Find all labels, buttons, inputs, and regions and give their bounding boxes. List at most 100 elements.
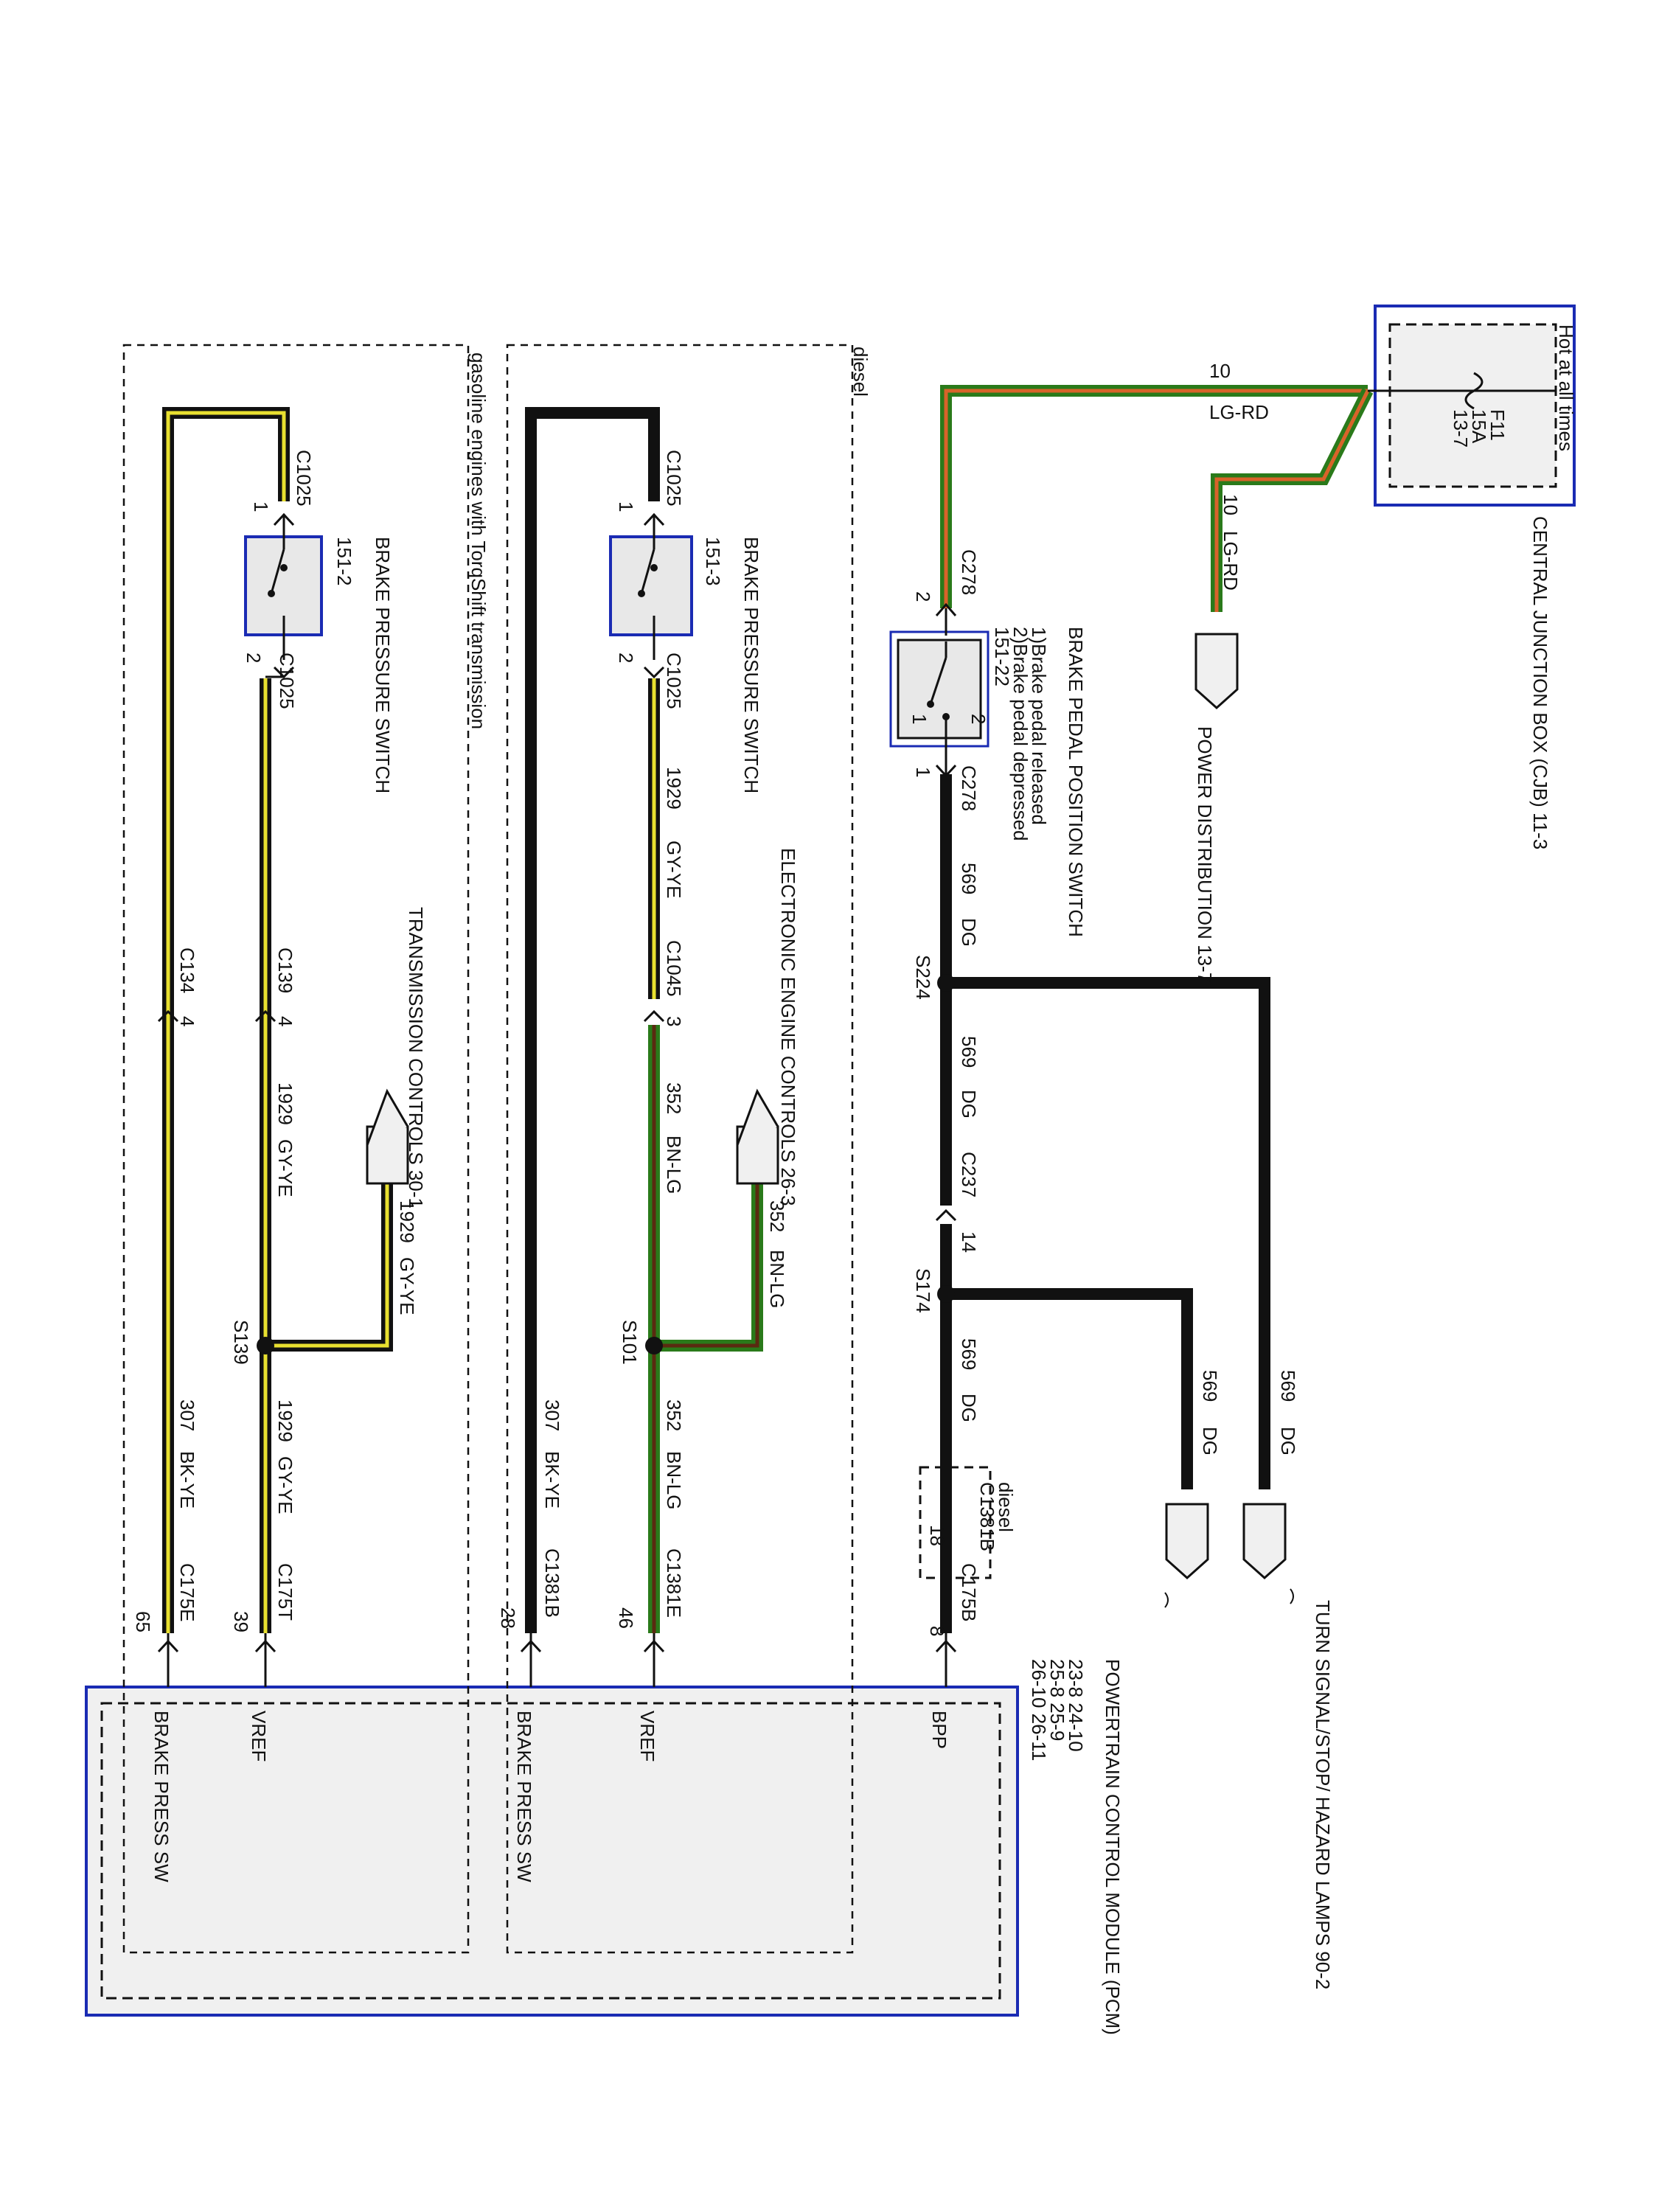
bpp-note1: 1)Brake pedal released [1028, 627, 1050, 825]
gyye-g-color: GY-YE [274, 1139, 296, 1197]
diesel-label: diesel [849, 347, 872, 397]
wire-lgrd-circuit-top: 10 [1209, 360, 1231, 382]
eec-name: ELECTRONIC ENGINE CONTROLS 26-3 [777, 848, 799, 1206]
pcm-vref-gas: VREF [248, 1711, 270, 1761]
bnlg-d2-circuit: 352 [663, 1399, 685, 1431]
c1381b-d-label: C1381B [541, 1548, 563, 1618]
bkye-g-circuit: 307 [176, 1399, 198, 1431]
c1025-g-pin1: 1 [250, 501, 272, 512]
hot-label: Hot at all times [1555, 324, 1577, 451]
c1025-d-pin1: 1 [615, 501, 637, 512]
diesel-region [506, 344, 854, 1954]
c1381e-pin: 46 [615, 1607, 637, 1629]
dg-ts-color-1: DG [1277, 1427, 1299, 1455]
turn-signal-connector-1 [1242, 1503, 1287, 1580]
pcm-refs2: 25-8 25-9 [1046, 1659, 1068, 1741]
s101-label: S101 [619, 1320, 641, 1365]
wire-bkye-gas [162, 407, 290, 1633]
bnlg-d-color: BN-LG [663, 1135, 685, 1194]
c175b-pin: 8 [926, 1626, 948, 1636]
gyye-g2-circuit: 1929 [274, 1399, 296, 1442]
c1045-label: C1045 [663, 940, 685, 997]
wire-bnlg [648, 1025, 763, 1633]
bnlg-d-circuit: 352 [663, 1082, 685, 1114]
c278-top-label: C278 [958, 549, 980, 595]
turn-signal-connector-2 [1165, 1503, 1209, 1580]
c1381b-label: C1381B [976, 1482, 998, 1551]
splice-s101 [645, 1337, 663, 1354]
c278-bottom-label: C278 [958, 765, 980, 811]
wire-lgrd-color-top: LG-RD [1209, 401, 1269, 423]
gyye-d-color: GY-YE [663, 841, 685, 899]
wire-lgrd-color: LG-RD [1220, 531, 1242, 591]
bkye-d-color: BK-YE [541, 1451, 563, 1509]
fuse-icon [1464, 372, 1484, 410]
wire-bkye-diesel [525, 407, 660, 1633]
c1025-d-pin2: 2 [615, 653, 637, 663]
cjb-name: CENTRAL JUNCTION BOX (CJB) 11-3 [1529, 516, 1551, 849]
c175t-label: C175T [274, 1563, 296, 1621]
bps-d-ref: 151-3 [702, 537, 724, 586]
c175t-pin: 39 [230, 1611, 252, 1632]
c139-pin: 4 [274, 1016, 296, 1026]
pcm-box [85, 1686, 1019, 2017]
gyye-g-circuit: 1929 [274, 1082, 296, 1125]
c278-bottom-pin: 1 [912, 767, 934, 777]
wire-lgrd-circuit: 10 [1220, 494, 1242, 515]
bpp-note2: 2)Brake pedal depressed [1009, 627, 1032, 841]
pcm-refs3: 26-10 26-11 [1028, 1659, 1050, 1761]
c278-top-pin: 2 [912, 591, 934, 602]
cjb-fuse: F11 [1486, 409, 1509, 441]
gyye-g2-color: GY-YE [274, 1456, 296, 1514]
splice-s139 [257, 1337, 274, 1354]
gyye-tr-color: GY-YE [396, 1257, 418, 1315]
dg-ts-circuit-2: 569 [1199, 1370, 1221, 1402]
dg-color-1: DG [958, 918, 980, 947]
c1381b-d-pin: 28 [497, 1607, 519, 1629]
bnlg-d2-color: BN-LG [663, 1451, 685, 1509]
dg-color-2: DG [958, 1090, 980, 1119]
bnlg-eec-circuit: 352 [766, 1200, 788, 1232]
wire-gyye [260, 678, 393, 1633]
turn-signal-name: TURN SIGNAL/STOP/ HAZARD LAMPS 90-2 [1312, 1600, 1334, 1989]
c134-label: C134 [176, 947, 198, 993]
s139-label: S139 [230, 1320, 252, 1365]
dg-circuit-3: 569 [958, 1338, 980, 1370]
power-distribution-connector [1194, 633, 1239, 710]
s174-label: S174 [912, 1268, 934, 1313]
bps-g-ref: 151-2 [333, 537, 355, 586]
c237-pin: 14 [958, 1231, 980, 1253]
pcm-vref-diesel: VREF [636, 1711, 658, 1761]
dg-circuit-2: 569 [958, 1036, 980, 1068]
c175b-label: C175B [958, 1563, 980, 1622]
pcm-refs1: 23-8 24-10 [1065, 1659, 1087, 1752]
bkye-g-color: BK-YE [176, 1451, 198, 1509]
c237-label: C237 [958, 1152, 980, 1197]
cjb-amps: 15A [1468, 409, 1490, 444]
c134-pin: 4 [176, 1016, 198, 1026]
dg-ts-circuit-1: 569 [1277, 1370, 1299, 1402]
bnlg-eec-color: BN-LG [766, 1250, 788, 1308]
c1025-g-pin2: 2 [243, 653, 265, 663]
pcm-bps-diesel: BRAKE PRESS SW [513, 1711, 535, 1882]
pcm-title: POWERTRAIN CONTROL MODULE (PCM) [1102, 1659, 1124, 2035]
brake-pressure-switch-diesel [609, 535, 693, 636]
trans-name: TRANSMISSION CONTROLS 30-1 [405, 907, 427, 1208]
c1025-g-top: C1025 [293, 450, 315, 507]
dg-circuit-1: 569 [958, 863, 980, 894]
c1025-d-top: C1025 [663, 450, 685, 507]
c1381b-diesel-tag: diesel [995, 1482, 1017, 1532]
gyye-d-circuit: 1929 [663, 767, 685, 810]
gasoline-label: gasoline engines with TorqShift transmis… [467, 352, 490, 729]
c1025-g-bottom: C1025 [276, 653, 298, 709]
wire-lgrd [940, 385, 1374, 612]
power-dist-name: POWER DISTRIBUTION 13-7 [1194, 726, 1216, 983]
c139-label: C139 [274, 947, 296, 993]
splice-s224 [937, 974, 955, 992]
c1381e-label: C1381E [663, 1548, 685, 1618]
dg-color-3: DG [958, 1394, 980, 1422]
gasoline-region [122, 344, 470, 1954]
bpp-ref: 151-22 [991, 627, 1013, 686]
